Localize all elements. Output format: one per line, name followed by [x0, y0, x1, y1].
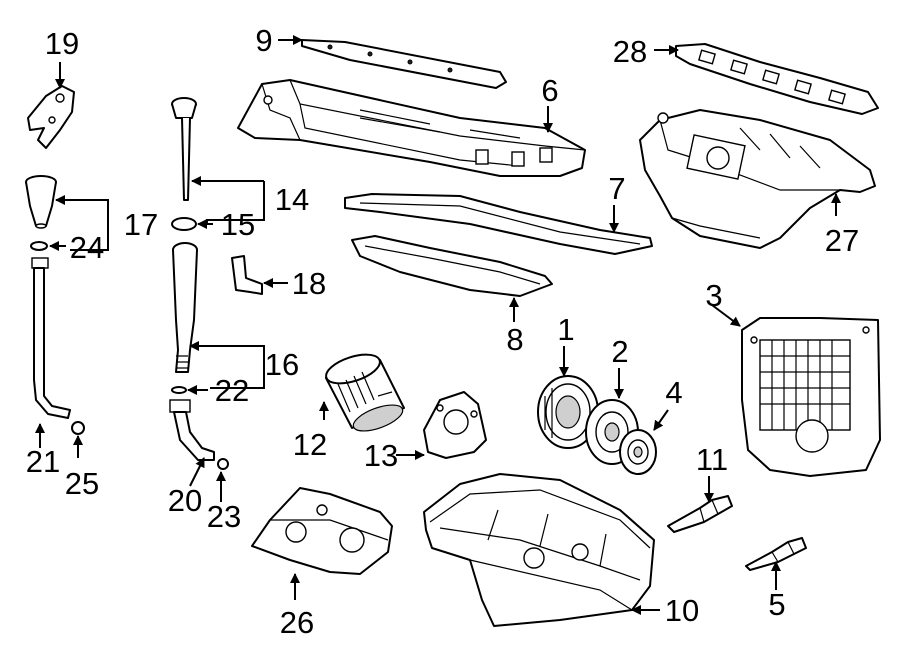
part-13-housing — [423, 391, 487, 459]
callout-4: 4 — [665, 375, 682, 410]
part-3-timing-cover — [741, 317, 881, 477]
callout-labels: 1 2 3 4 5 6 7 8 9 10 11 12 13 14 15 16 1… — [26, 23, 859, 640]
callout-13: 13 — [364, 438, 398, 473]
callout-11: 11 — [696, 442, 728, 477]
part-23-seal — [217, 458, 229, 470]
callout-12: 12 — [293, 427, 327, 462]
callout-5: 5 — [768, 587, 785, 622]
part-8-gasket — [351, 235, 553, 297]
part-18-clip — [231, 255, 263, 295]
part-22-o-ring — [171, 386, 187, 394]
part-21-oil-tube — [31, 257, 71, 419]
callout-2: 2 — [611, 334, 628, 369]
part-14-dipstick — [171, 97, 197, 201]
callout-23: 23 — [207, 499, 241, 534]
part-11-sensor — [667, 495, 733, 533]
part-15-seal — [171, 217, 197, 231]
callout-16: 16 — [265, 347, 299, 382]
part-28-manifold-gasket — [675, 43, 879, 115]
part-7-gasket — [344, 193, 653, 255]
part-16-dipstick-tube — [172, 242, 198, 373]
callout-15: 15 — [221, 207, 255, 242]
callout-17: 17 — [124, 207, 158, 242]
part-27-intake-manifold — [639, 109, 876, 249]
part-10-oil-pan — [423, 473, 655, 627]
callout-24: 24 — [70, 230, 104, 265]
callout-26: 26 — [280, 605, 314, 640]
callout-21: 21 — [26, 444, 60, 479]
callout-7: 7 — [608, 171, 625, 206]
callout-28: 28 — [613, 34, 647, 69]
callout-25: 25 — [65, 466, 99, 501]
part-26-baffle — [251, 487, 393, 575]
part-25-o-ring — [71, 421, 85, 435]
part-1-pulley — [537, 375, 599, 449]
callout-20: 20 — [168, 483, 202, 518]
callout-1: 1 — [557, 312, 574, 347]
callout-8: 8 — [506, 322, 523, 357]
part-9-valve-cover-seal — [301, 39, 507, 89]
callout-10: 10 — [665, 593, 699, 628]
part-19-bracket — [27, 85, 75, 149]
part-24-o-ring — [30, 241, 48, 251]
part-17-filler-neck — [25, 175, 57, 229]
callout-6: 6 — [541, 73, 558, 108]
part-20-lower-tube — [169, 399, 215, 461]
part-6-valve-cover — [237, 79, 586, 177]
callout-22: 22 — [215, 373, 249, 408]
leader-lines — [35, 35, 841, 615]
part-4-pulley — [619, 429, 657, 475]
callout-18: 18 — [292, 266, 326, 301]
callout-19: 19 — [45, 26, 79, 61]
part-12-oil-filter — [325, 353, 405, 432]
callout-14: 14 — [275, 182, 309, 217]
callout-9: 9 — [255, 23, 272, 58]
part-5-sensor — [745, 537, 807, 571]
callout-27: 27 — [825, 223, 859, 258]
callout-3: 3 — [705, 278, 722, 313]
